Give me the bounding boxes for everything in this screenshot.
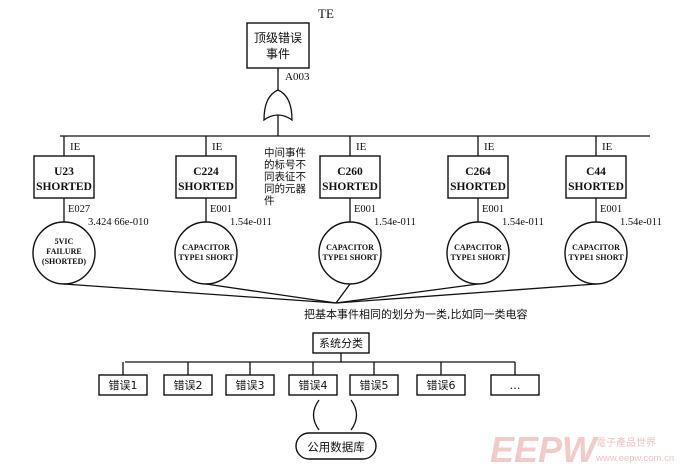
basic-event-line2: TYPE1 SHORT (178, 253, 234, 262)
error-label: 错误1 (109, 378, 138, 392)
error-category-7: … (490, 362, 540, 396)
error-label: 错误2 (174, 378, 203, 392)
basic-event-line2: FAILURE (46, 247, 81, 256)
event-box (447, 155, 509, 199)
event-name: U23 (54, 166, 74, 178)
event-probability: 1.54e-011 (230, 217, 272, 228)
basic-event-line1: CAPACITOR (182, 243, 230, 252)
error-box (416, 374, 466, 396)
error-category-2: 错误2 (163, 362, 213, 396)
converge-line (205, 283, 337, 304)
gate-id: A003 (285, 71, 310, 83)
annotation-line-1: 中间事件 (264, 146, 306, 159)
event-probability: 1.54e-011 (374, 217, 416, 228)
annotation-line-3: 同表征不 (264, 170, 306, 183)
basic-event-line2: TYPE1 SHORT (450, 253, 506, 262)
error-box (490, 374, 540, 396)
ie-label: IE (70, 141, 81, 153)
ie-label: IE (356, 141, 367, 153)
event-status: SHORTED (568, 181, 624, 193)
basic-event-line1: 5VIC (55, 237, 74, 246)
error-category-4: 错误4 (288, 362, 338, 396)
event-status: SHORTED (36, 181, 92, 193)
converging-lines (63, 283, 597, 304)
event-box (319, 155, 381, 199)
error-box (349, 374, 399, 396)
annotation-line-4: 同的元器 (264, 182, 306, 195)
error-box (225, 374, 275, 396)
basic-event-line1: CAPACITOR (326, 243, 374, 252)
watermark-cn: 電子產品世界 (596, 436, 656, 449)
watermark-url: www.eepw.com.cn (595, 453, 674, 464)
converge-line (63, 283, 337, 304)
event-name: C264 (465, 166, 491, 178)
error-category-6: 错误6 (416, 362, 466, 396)
event-name: C260 (337, 166, 363, 178)
database-label: 公用数据库 (307, 440, 365, 454)
event-probability: 1.54e-011 (502, 217, 544, 228)
top-event-label-line1: 顶级错误 (254, 31, 302, 45)
error-categories: 错误1 错误2 错误3 错误4 错误5 错误6 … (98, 362, 540, 396)
basic-event-line3: (SHORTED) (42, 257, 87, 266)
left-paren (312, 399, 320, 431)
database-box (295, 432, 377, 460)
ie-label: IE (484, 141, 495, 153)
event-name: C224 (193, 166, 219, 178)
event-status: SHORTED (450, 181, 506, 193)
ie-label: IE (602, 141, 613, 153)
annotation-line-2: 的标号不 (264, 158, 306, 171)
event-code: E001 (354, 204, 376, 215)
converge-line (335, 283, 479, 304)
error-category-5: 错误5 (349, 362, 399, 396)
error-label: … (510, 379, 521, 392)
error-category-3: 错误3 (225, 362, 275, 396)
basic-event-line1: CAPACITOR (572, 243, 620, 252)
annotation-note: 中间事件 的标号不 同表征不 同的元器 件 (264, 146, 306, 207)
eepw-watermark: EEPW 電子產品世界 www.eepw.com.cn (490, 429, 674, 470)
event-name: C44 (586, 166, 606, 178)
event-status: SHORTED (322, 181, 378, 193)
event-status: SHORTED (178, 181, 234, 193)
top-event-tag: TE (318, 6, 334, 21)
ie-label: IE (212, 141, 223, 153)
error-label: 错误6 (427, 378, 456, 392)
error-label: 错误4 (299, 378, 328, 392)
event-box (175, 155, 237, 199)
error-category-1: 错误1 (98, 362, 148, 396)
converge-line (335, 283, 351, 304)
event-probability: 3.424 66e-010 (88, 217, 149, 228)
basic-event-line2: TYPE1 SHORT (322, 253, 378, 262)
event-code: E001 (210, 204, 232, 215)
basic-event-line2: TYPE1 SHORT (568, 253, 624, 262)
event-code: E027 (68, 204, 90, 215)
event-box (33, 155, 95, 199)
classification-label: 系统分类 (319, 336, 363, 350)
right-paren (350, 399, 358, 431)
grouping-note: 把基本事件相同的划分为一类,比如同一类电容 (304, 307, 528, 321)
watermark-logo: EEPW (490, 429, 599, 470)
error-label: 错误5 (360, 378, 389, 392)
event-code: E001 (600, 204, 622, 215)
top-event-label-line2: 事件 (266, 47, 290, 61)
converge-line (335, 283, 597, 304)
top-event-box (246, 22, 310, 69)
basic-event-line1: CAPACITOR (454, 243, 502, 252)
event-code: E001 (482, 204, 504, 215)
error-box (288, 374, 338, 396)
event-probability: 1.54e-011 (620, 217, 662, 228)
error-box (163, 374, 213, 396)
error-label: 错误3 (236, 378, 265, 392)
annotation-line-5: 件 (264, 195, 275, 207)
error-box (98, 374, 148, 396)
